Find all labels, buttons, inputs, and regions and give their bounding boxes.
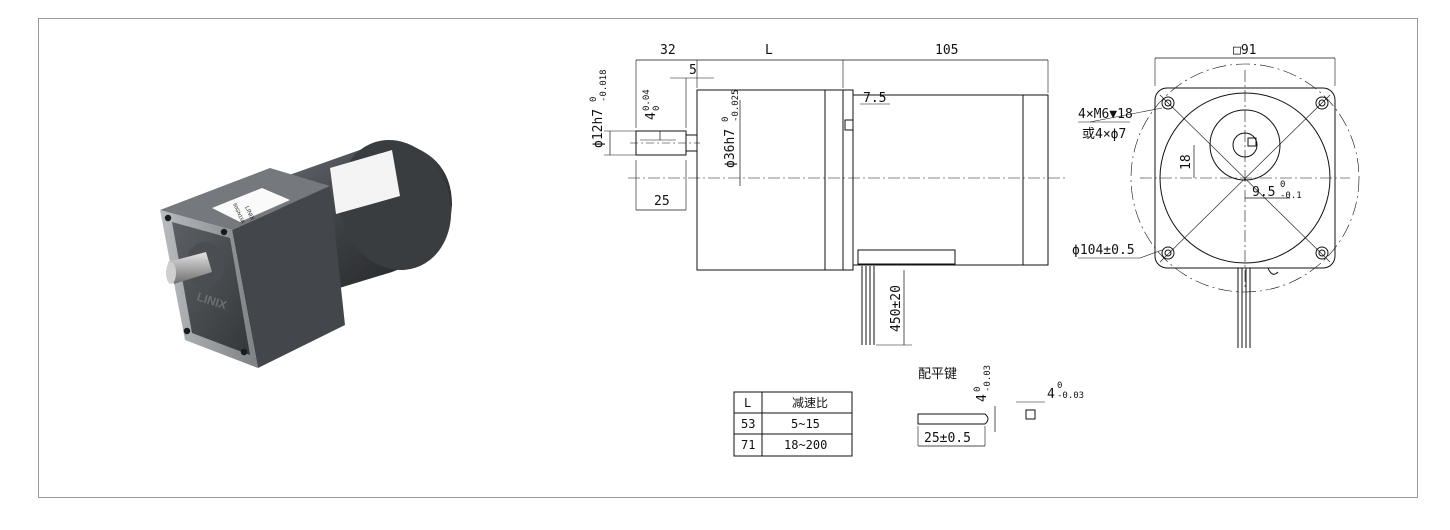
table-cell: 71 bbox=[741, 438, 755, 452]
dim-label-105: 105 bbox=[935, 43, 958, 58]
table-cell: 5~15 bbox=[791, 417, 820, 431]
tol-upper: 0 bbox=[721, 117, 731, 122]
dim-label-L: L bbox=[765, 43, 773, 58]
dim-pilot-dia: ϕ36h7 0 -0.025 bbox=[721, 89, 741, 168]
tol-upper: 0 bbox=[1057, 381, 1062, 391]
table-border bbox=[733, 391, 853, 457]
hole-icon-inner bbox=[1164, 249, 1172, 257]
dim-label-25: 25 bbox=[654, 194, 670, 209]
gearbox-outline bbox=[696, 89, 826, 271]
front-view bbox=[1078, 57, 1360, 348]
leader-pcd bbox=[1139, 249, 1163, 259]
mount-hole-icon bbox=[183, 327, 191, 335]
motor-photo: LINIX 60GN15K LINIX bbox=[160, 139, 452, 368]
dim-label-18: 18 bbox=[1179, 154, 1194, 170]
shaft-end bbox=[166, 262, 176, 284]
motor-outline bbox=[852, 94, 1024, 266]
dim-label-5: 5 bbox=[689, 63, 697, 78]
tol-upper: 0.04 bbox=[642, 89, 652, 111]
hole-icon bbox=[1161, 96, 1175, 110]
dim-label-holes-alt: 或4×ϕ7 bbox=[1082, 127, 1126, 142]
dim-shaft-dia: ϕ12h7 0 -0.018 bbox=[589, 69, 609, 148]
dim-label-key-length: 25±0.5 bbox=[924, 431, 971, 446]
tol-lower: -0.1 bbox=[1280, 191, 1302, 201]
side-view-dims: 32 L 105 5 7.5 25 ϕ12h7 0 -0.018 4 0.04 … bbox=[589, 43, 958, 332]
mount-hole-icon bbox=[164, 214, 172, 222]
tol-lower: 0 bbox=[652, 106, 662, 111]
tol-upper: 0 bbox=[589, 97, 599, 102]
motor-endcap-outline bbox=[1022, 94, 1049, 266]
flange-outline-2 bbox=[842, 89, 854, 271]
hole-icon-inner bbox=[1164, 99, 1172, 107]
dim-label-key-h: 4 bbox=[975, 394, 990, 402]
dim-label-32: 32 bbox=[660, 43, 676, 58]
cable-clip bbox=[1267, 267, 1279, 275]
mount-hole-icon bbox=[220, 228, 228, 236]
dim-label-holes: 4×M6▼18 bbox=[1078, 107, 1133, 122]
tol-lower: -0.018 bbox=[599, 69, 609, 102]
dim-label-pilot-dia: ϕ36h7 bbox=[723, 129, 738, 168]
output-shaft bbox=[168, 252, 212, 284]
mount-hole-icon bbox=[240, 348, 248, 356]
dim-label-7-5: 7.5 bbox=[863, 91, 886, 106]
motor-spec-label bbox=[330, 150, 400, 214]
hole-icon bbox=[1161, 246, 1175, 260]
keyway-rect bbox=[1247, 137, 1257, 147]
tol-upper: 0 bbox=[1280, 180, 1285, 190]
tol-lower: -0.03 bbox=[1057, 391, 1084, 401]
tol-upper: 0 bbox=[973, 387, 983, 392]
table-header-L: L bbox=[744, 396, 751, 410]
table-cell: 53 bbox=[741, 417, 755, 431]
dim-label-key-w: 4 bbox=[1047, 387, 1055, 402]
flange-outline bbox=[824, 89, 844, 271]
dim-label-pcd: ϕ104±0.5 bbox=[1072, 243, 1135, 258]
hole-icon-inner bbox=[1318, 249, 1326, 257]
key-side-shape bbox=[917, 413, 989, 425]
table-header-ratio: 减速比 bbox=[792, 396, 828, 410]
front-view-dims: □91 4×M6▼18 或4×ϕ7 18 9.5 0 -0.1 ϕ104±0.5 bbox=[1072, 43, 1302, 258]
key-section-shape bbox=[1025, 409, 1036, 420]
gearbox-label bbox=[212, 188, 290, 222]
ratio-table: L 减速比 53 5~15 71 18~200 bbox=[733, 391, 853, 457]
cable-box bbox=[857, 249, 956, 265]
tol-lower: -0.03 bbox=[983, 365, 993, 392]
dim-label-9-5: 9.5 bbox=[1252, 185, 1275, 200]
gearbox-label-brand: LINIX bbox=[243, 205, 255, 221]
pcd-circle bbox=[1130, 63, 1360, 293]
dim-label-450: 450±20 bbox=[889, 285, 904, 332]
hole-icon-inner bbox=[1318, 99, 1326, 107]
tol-lower: -0.025 bbox=[731, 89, 741, 122]
key-detail: 配平键 4 0 -0.03 4 0 -0.03 25±0.5 bbox=[917, 365, 1084, 447]
table-cell: 18~200 bbox=[784, 438, 827, 452]
flange-tab bbox=[844, 119, 854, 131]
hole-icon bbox=[1315, 96, 1329, 110]
leader-holes bbox=[1089, 107, 1163, 123]
side-view bbox=[604, 59, 1065, 346]
gearbox-side bbox=[232, 186, 345, 368]
dim-key-height: 4 0.04 0 bbox=[642, 89, 662, 120]
dim-label-key-height: 4 bbox=[644, 112, 659, 120]
dim-label-91: □91 bbox=[1233, 43, 1256, 58]
hole-icon bbox=[1315, 246, 1329, 260]
diag-line bbox=[1159, 94, 1331, 263]
key-detail-title: 配平键 bbox=[918, 367, 957, 382]
dim-label-shaft-dia: ϕ12h7 bbox=[591, 109, 606, 148]
